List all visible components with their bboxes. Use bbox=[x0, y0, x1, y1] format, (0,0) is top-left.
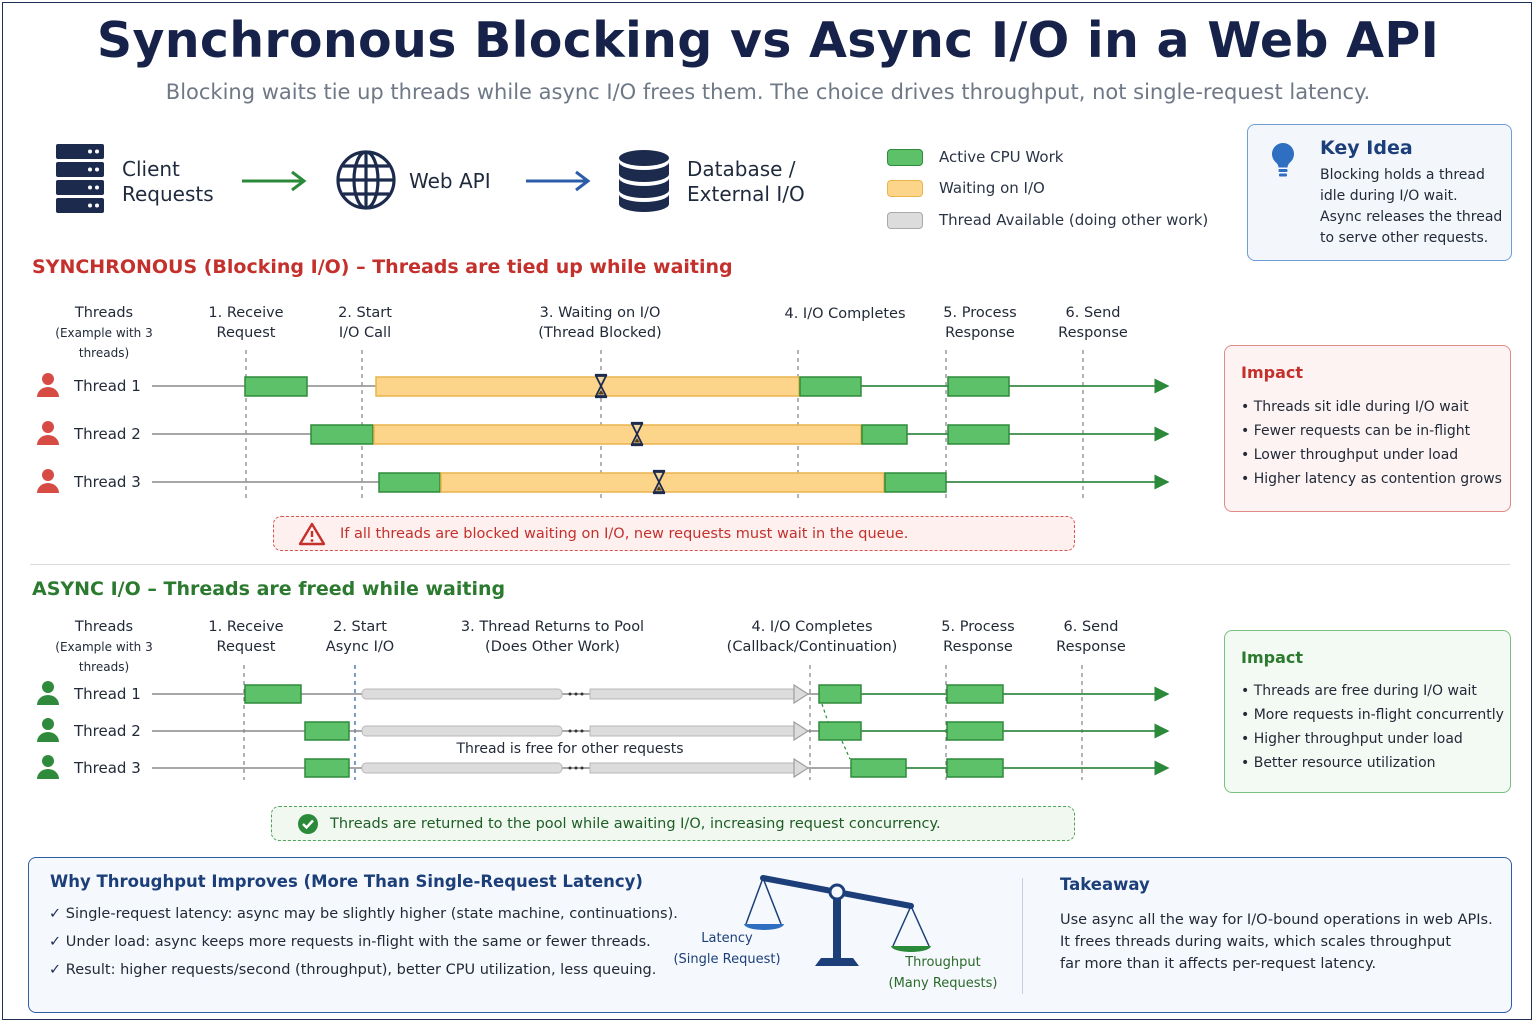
sync-threads-header: Threads (Example with 3 threads) bbox=[30, 303, 178, 363]
async-section-title: ASYNC I/O – Threads are freed while wait… bbox=[32, 578, 506, 600]
summary-panel: Why Throughput Improves (More Than Singl… bbox=[28, 857, 1512, 1013]
key-idea-box: Key Idea Blocking holds a thread idle du… bbox=[1247, 124, 1512, 261]
database-icon bbox=[619, 150, 669, 212]
user-icon bbox=[37, 755, 59, 779]
impact-item: Better resource utilization bbox=[1241, 755, 1504, 779]
async-impact-list: Threads are free during I/O wait More re… bbox=[1241, 683, 1504, 779]
async-step-6: 6. Send Response bbox=[1056, 619, 1126, 655]
sync-timeline bbox=[152, 350, 1170, 500]
legend-label-available: Thread Available (doing other work) bbox=[939, 211, 1209, 229]
async-threads-note: (Example with 3 threads) bbox=[55, 640, 153, 674]
user-icon bbox=[37, 373, 59, 397]
key-idea-body: Blocking holds a thread idle during I/O … bbox=[1320, 167, 1503, 246]
legend-swatch-available bbox=[887, 212, 923, 229]
takeaway-title: Takeaway bbox=[1060, 875, 1150, 894]
async-thread-label: Thread 1 bbox=[74, 685, 141, 703]
section-divider bbox=[30, 564, 1510, 565]
key-idea-title: Key Idea bbox=[1320, 137, 1413, 159]
async-success-text: Threads are returned to the pool while a… bbox=[330, 816, 941, 832]
async-step-5: 5. Process Response bbox=[941, 619, 1015, 655]
legend-swatch-waiting bbox=[887, 180, 923, 197]
async-step-4: 4. I/O Completes (Callback/Continuation) bbox=[726, 619, 898, 655]
sync-thread-label: Thread 2 bbox=[74, 425, 141, 443]
async-impact-box: Impact Threads are free during I/O wait … bbox=[1224, 630, 1511, 793]
page-title: Synchronous Blocking vs Async I/O in a W… bbox=[96, 12, 1440, 69]
why-item: Result: higher requests/second (throughp… bbox=[49, 962, 678, 990]
async-thread-label: Thread 3 bbox=[74, 759, 141, 777]
impact-item: Fewer requests can be in-flight bbox=[1241, 423, 1502, 447]
async-impact-title: Impact bbox=[1241, 648, 1304, 667]
why-item: Under load: async keeps more requests in… bbox=[49, 934, 678, 962]
user-icon bbox=[37, 469, 59, 493]
user-icon bbox=[37, 421, 59, 445]
user-icon bbox=[37, 681, 59, 705]
async-threads-header: Threads (Example with 3 threads) bbox=[30, 617, 178, 677]
balance-scale-icon bbox=[744, 875, 931, 966]
check-circle-icon bbox=[298, 814, 318, 834]
why-title: Why Throughput Improves (More Than Singl… bbox=[50, 872, 643, 891]
async-success-callout: Threads are returned to the pool while a… bbox=[271, 806, 1075, 841]
impact-item: Higher throughput under load bbox=[1241, 731, 1504, 755]
sync-step-5: 5. Process Response bbox=[943, 305, 1017, 341]
takeaway-body: Use async all the way for I/O-bound oper… bbox=[1060, 912, 1493, 972]
legend-label-waiting: Waiting on I/O bbox=[939, 179, 1045, 197]
database-label: Database / External I/O bbox=[687, 157, 805, 206]
async-timeline bbox=[152, 665, 1170, 780]
scale-left-label: Latency (Single Request) bbox=[673, 931, 781, 967]
sync-step-2: 2. Start I/O Call bbox=[338, 305, 392, 341]
sync-thread-label: Thread 1 bbox=[74, 377, 141, 395]
sync-warning-text: If all threads are blocked waiting on I/… bbox=[340, 526, 909, 542]
client-requests-label: Client Requests bbox=[122, 157, 214, 206]
sync-step-3: 3. Waiting on I/O (Thread Blocked) bbox=[538, 305, 662, 341]
lightbulb-icon bbox=[1271, 142, 1295, 177]
impact-item: More requests in-flight concurrently bbox=[1241, 707, 1504, 731]
sync-impact-title: Impact bbox=[1241, 363, 1304, 382]
arrow-right-icon bbox=[242, 170, 307, 192]
async-threads-header-text: Threads bbox=[74, 619, 134, 635]
async-free-note: Thread is free for other requests bbox=[456, 741, 684, 757]
sync-step-4: 4. I/O Completes bbox=[784, 306, 906, 322]
async-thread-label: Thread 2 bbox=[74, 722, 141, 740]
sync-step-1: 1. Receive Request bbox=[208, 305, 284, 341]
sync-impact-box: Impact Threads sit idle during I/O wait … bbox=[1224, 345, 1511, 512]
impact-item: Threads sit idle during I/O wait bbox=[1241, 399, 1502, 423]
globe-icon bbox=[336, 150, 396, 210]
server-icon bbox=[56, 144, 104, 213]
sync-threads-header-text: Threads bbox=[74, 305, 134, 321]
scale-right-label: Throughput (Many Requests) bbox=[888, 955, 998, 991]
page-subtitle: Blocking waits tie up threads while asyn… bbox=[165, 80, 1371, 104]
sync-threads-note: (Example with 3 threads) bbox=[55, 326, 153, 360]
impact-item: Threads are free during I/O wait bbox=[1241, 683, 1504, 707]
why-list: Single-request latency: async may be sli… bbox=[49, 906, 678, 990]
impact-item: Higher latency as contention grows bbox=[1241, 471, 1502, 495]
warning-icon bbox=[298, 522, 326, 546]
async-step-1: 1. Receive Request bbox=[208, 619, 284, 655]
sync-section-title: SYNCHRONOUS (Blocking I/O) – Threads are… bbox=[32, 256, 733, 278]
async-step-2: 2. Start Async I/O bbox=[325, 619, 395, 655]
sync-impact-list: Threads sit idle during I/O wait Fewer r… bbox=[1241, 399, 1502, 495]
why-item: Single-request latency: async may be sli… bbox=[49, 906, 678, 934]
async-step-3: 3. Thread Returns to Pool (Does Other Wo… bbox=[460, 619, 645, 655]
impact-item: Lower throughput under load bbox=[1241, 447, 1502, 471]
web-api-label: Web API bbox=[409, 169, 491, 193]
sync-step-6: 6. Send Response bbox=[1058, 305, 1128, 341]
panel-divider bbox=[1022, 878, 1023, 994]
user-icon bbox=[37, 718, 59, 742]
arrow-right-icon bbox=[526, 170, 591, 192]
sync-thread-label: Thread 3 bbox=[74, 473, 141, 491]
sync-warning-callout: If all threads are blocked waiting on I/… bbox=[273, 516, 1075, 551]
legend-swatch-cpu bbox=[887, 149, 923, 166]
legend-label-cpu: Active CPU Work bbox=[939, 148, 1064, 166]
